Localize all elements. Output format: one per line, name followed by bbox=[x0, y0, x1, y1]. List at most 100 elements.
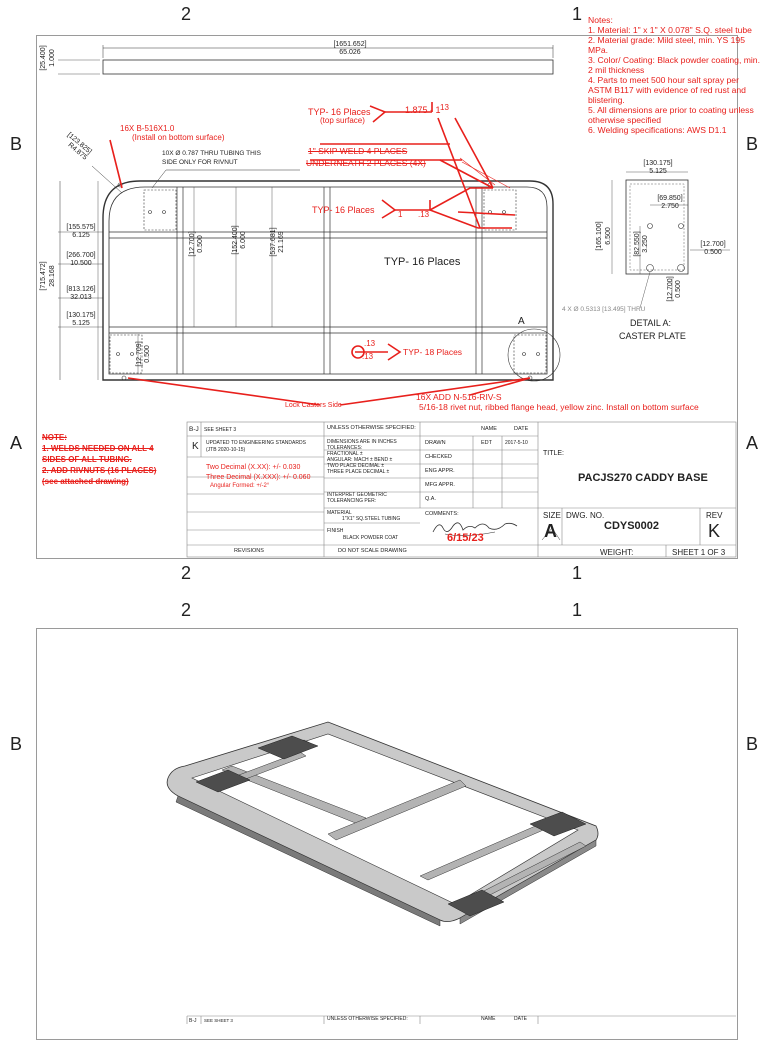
dim-tube-mm: [25.400] bbox=[40, 45, 47, 71]
weld-symbol-top-num: 13 bbox=[440, 103, 449, 112]
callout-rivnut-spec: 5/16-18 rivet nut, ribbed flange head, y… bbox=[419, 402, 699, 412]
dims-in-inches: DIMENSIONS ARE IN INCHES bbox=[327, 439, 397, 445]
three-place-label: THREE PLACE DECIMAL ± bbox=[327, 469, 390, 475]
frame-top-view-drawing bbox=[58, 45, 737, 558]
dim-caster-b-mm: [82.550] bbox=[634, 231, 641, 257]
drawn-label: DRAWN bbox=[425, 440, 446, 446]
sheet-number: SHEET 1 OF 3 bbox=[672, 548, 726, 557]
struck-note-block: NOTE: 1. WELDS NEEDED ON ALL 4 SIDES OF … bbox=[42, 432, 156, 487]
rev-range: B-J bbox=[189, 426, 199, 433]
tolerancing-per: TOLERANCING PER: bbox=[327, 498, 377, 504]
two-place-label: TWO PLACE DECIMAL ± bbox=[327, 463, 385, 469]
sheet2-titleblock-frame bbox=[186, 1015, 736, 1024]
dwg-no-value: CDYS0002 bbox=[604, 520, 660, 532]
zone-label-b-right: B bbox=[746, 134, 759, 154]
struck-note-line-4: (see attached drawing) bbox=[42, 477, 129, 486]
dim-tube-in: 1.000 bbox=[49, 49, 56, 67]
weld-symbol-top: 1.875 - 1 bbox=[405, 105, 441, 115]
callout-underneath-struck: UNDERNEATH 2 PLACES (4X) bbox=[306, 158, 426, 168]
sheet2-unless-specified: UNLESS OTHERWISE SPECIFIED: bbox=[327, 1016, 408, 1022]
sheet2-date-header: DATE bbox=[514, 1016, 527, 1022]
finish-value: BLACK POWDER COAT bbox=[343, 535, 399, 541]
size-value: A bbox=[544, 521, 557, 541]
dim-caster-w-in: 5.125 bbox=[649, 168, 667, 175]
fractional-label: FRACTIONAL ± bbox=[327, 451, 363, 457]
title-label: TITLE: bbox=[543, 450, 565, 457]
dim-overall-in: 65.026 bbox=[339, 49, 361, 56]
dim-12709-mm: [12.709] bbox=[136, 341, 143, 367]
tolerance-two-decimal: Two Decimal (X.XX): +/- 0.030 bbox=[206, 464, 301, 471]
size-label: SIZE bbox=[543, 511, 561, 520]
note-1: 1. Material: 1" x 1" X 0.078" S.Q. steel… bbox=[588, 25, 752, 35]
weld-symbol-mid-num: .13 bbox=[418, 210, 430, 219]
callout-typ18: TYP- 18 Places bbox=[403, 347, 463, 357]
drawing-title: PACJS270 CADDY BASE bbox=[578, 472, 708, 484]
struck-note-line-2: SIDES OF ALL TUBING. bbox=[42, 455, 132, 464]
zone-label-a-right: A bbox=[746, 433, 759, 453]
callout-install-bottom: (Install on bottom surface) bbox=[132, 133, 225, 142]
angular-label: ANGULAR: MACH ± BEND ± bbox=[327, 457, 393, 463]
detail-subtitle: CASTER PLATE bbox=[619, 331, 686, 341]
do-not-scale: DO NOT SCALE DRAWING bbox=[338, 548, 407, 554]
dim-caster-d-in: 0.500 bbox=[675, 280, 682, 298]
dim-12700-mm: [12.700] bbox=[189, 231, 196, 257]
dim-caster-c-mm: [12.700] bbox=[700, 241, 726, 248]
sheet2-rev-range: B-J bbox=[189, 1018, 197, 1024]
dim-caster-h-in: 6.500 bbox=[605, 227, 612, 245]
dim-12700-in: 0.500 bbox=[197, 235, 204, 253]
dim-155-mm: [155.575] bbox=[66, 224, 96, 231]
comments-label: COMMENTS: bbox=[425, 511, 459, 517]
finish-label: FINISH bbox=[327, 528, 344, 534]
dim-152-in: 6.000 bbox=[240, 231, 247, 249]
note-6: 6. Welding specifications: AWS D1.1 bbox=[588, 125, 727, 135]
checked-label: CHECKED bbox=[425, 454, 452, 460]
notes-block: Notes: 1. Material: 1" x 1" X 0.078" S.Q… bbox=[588, 15, 764, 135]
dim-caster-b-in: 3.250 bbox=[642, 235, 649, 253]
tolerance-three-decimal: Three Decimal (X.XXX): +/- 0.060 bbox=[206, 474, 311, 481]
drawn-date: 2017-5-10 bbox=[505, 440, 528, 446]
rev-range-note: SEE SHEET 3 bbox=[204, 427, 237, 433]
zone-label-b-right-sheet2: B bbox=[746, 734, 759, 754]
dim-537-in: 21.169 bbox=[278, 231, 285, 253]
callout-add-rivnut: 16X ADD N-516-RIV-S bbox=[416, 392, 502, 402]
frame-isometric-view bbox=[166, 721, 599, 927]
revisions-label: REVISIONS bbox=[234, 548, 264, 554]
dim-height-mm: [715.472] bbox=[40, 261, 47, 291]
callout-rivnut-side: SIDE ONLY FOR RIVNUT bbox=[162, 159, 238, 166]
dim-caster-c-in: 0.500 bbox=[704, 249, 722, 256]
callout-typ16-center: TYP- 16 Places bbox=[384, 256, 461, 268]
tolerance-angular: Angular Formed: +/-2° bbox=[210, 483, 270, 489]
callout-typ16-top: TYP- 16 Places bbox=[308, 107, 371, 117]
zone-label-1-bottom: 1 bbox=[572, 563, 583, 583]
zone-label-b: B bbox=[10, 134, 23, 154]
note-5: 5. All dimensions are prior to coating u… bbox=[588, 105, 754, 125]
weight-label: WEIGHT: bbox=[600, 548, 634, 557]
eng-appr-label: ENG APPR. bbox=[425, 468, 455, 474]
dim-overall-mm: [1651.652] bbox=[333, 41, 367, 48]
note-3: 3. Color/ Coating: Black powder coating,… bbox=[588, 55, 760, 75]
unless-specified: UNLESS OTHERWISE SPECIFIED: bbox=[327, 425, 416, 431]
interpret-geometric: INTERPRET GEOMETRIC bbox=[327, 492, 387, 498]
zone-label-2-sheet2: 2 bbox=[181, 600, 192, 620]
dim-12709-in: 0.500 bbox=[144, 345, 151, 363]
material-value: 1"X1" SQ.STEEL TUBING bbox=[342, 516, 401, 522]
callout-thru-tubing: 10X Ø 0.787 THRU TUBING THIS bbox=[162, 150, 261, 157]
dim-130-mm: [130.175] bbox=[66, 312, 96, 319]
zone-label-1: 1 bbox=[572, 4, 583, 24]
dim-caster-a-in: 2.750 bbox=[661, 203, 679, 210]
sign-date: 6/15/23 bbox=[447, 532, 484, 544]
mfg-appr-label: MFG APPR. bbox=[425, 482, 455, 488]
dim-130-in: 5.125 bbox=[72, 320, 90, 327]
rev-letter: K bbox=[192, 441, 199, 452]
qa-label: Q.A. bbox=[425, 496, 437, 502]
struck-note-line-3: 2. ADD RIVNUTS (16 PLACES) bbox=[42, 466, 157, 475]
weld-symbol-typ18-top: .13 bbox=[364, 339, 376, 348]
zone-label-b-sheet2: B bbox=[10, 734, 23, 754]
dim-155-in: 6.125 bbox=[72, 232, 90, 239]
tolerances-label: TOLERANCES: bbox=[327, 445, 363, 451]
dim-caster-w-mm: [130.175] bbox=[643, 160, 673, 167]
callout-typ16-mid: TYP- 16 Places bbox=[312, 205, 375, 215]
zone-label-a: A bbox=[10, 433, 23, 453]
struck-note-line-1: 1. WELDS NEEDED ON ALL 4 bbox=[42, 444, 154, 453]
date-header: DATE bbox=[514, 426, 529, 432]
